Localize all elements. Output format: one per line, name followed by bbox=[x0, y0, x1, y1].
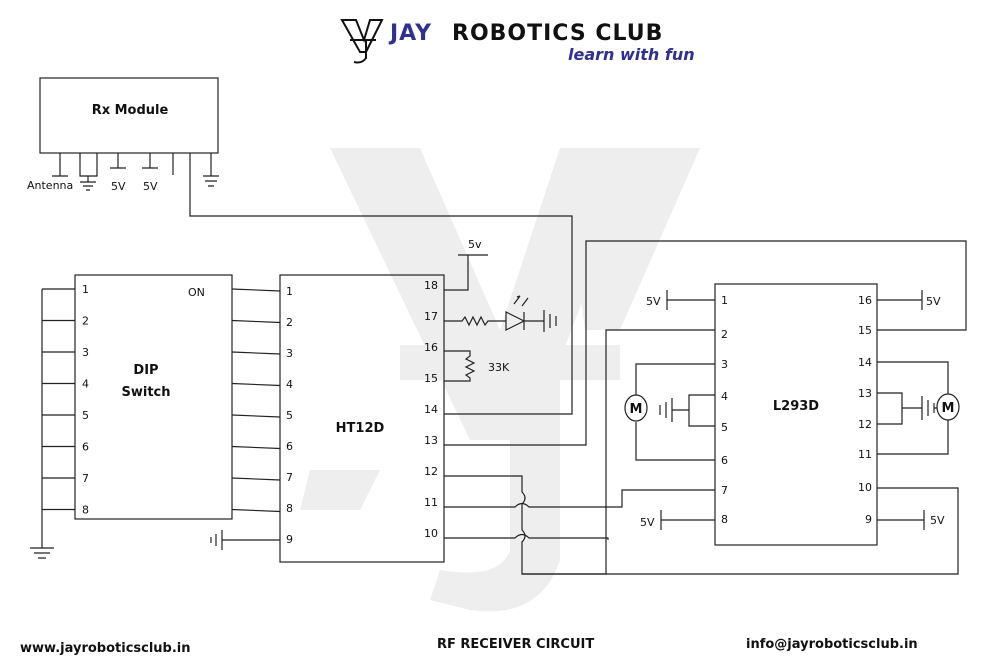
ht12d-title: HT12D bbox=[336, 421, 385, 436]
ht12d-resistor-label: 33K bbox=[488, 361, 510, 374]
dip-switch-box bbox=[74, 274, 233, 520]
ht12d-left-pin-number: 5 bbox=[286, 409, 293, 422]
l293d-5v-label-2: 5V bbox=[926, 295, 941, 308]
dip-to-ht12d-wire bbox=[231, 445, 281, 450]
dip-to-ht12d-wire bbox=[231, 508, 281, 513]
ht12d-right-pin-number: 13 bbox=[424, 434, 438, 447]
l293d-left-pin-number: 4 bbox=[721, 390, 728, 403]
l293d-5v-label-3: 5V bbox=[640, 516, 655, 529]
rx-module-box bbox=[39, 77, 219, 154]
dip-pin-number: 3 bbox=[82, 346, 89, 359]
footer-website: www.jayroboticsclub.in bbox=[20, 641, 191, 656]
dip-to-ht12d-wire bbox=[231, 351, 281, 355]
logo-word-jay: JAY bbox=[388, 21, 432, 46]
dip-pin-number: 8 bbox=[82, 504, 89, 517]
footer: www.jayroboticsclub.in RF RECEIVER CIRCU… bbox=[20, 637, 918, 656]
dip-pin-number: 5 bbox=[82, 409, 89, 422]
logo-word-robotics: ROBOTICS CLUB bbox=[452, 21, 663, 46]
footer-email: info@jayroboticsclub.in bbox=[746, 637, 918, 652]
motor-left-icon bbox=[624, 394, 648, 422]
ht12d-left-pin-number: 4 bbox=[286, 378, 293, 391]
ht12d-right-pin-number: 16 bbox=[424, 341, 438, 354]
dip-title-line2: Switch bbox=[121, 385, 170, 400]
ht12d-left-pin-number: 7 bbox=[286, 471, 293, 484]
ht12d-left-pin-number: 8 bbox=[286, 502, 293, 515]
l293d-title: L293D bbox=[773, 399, 819, 414]
l293d-5v-label-4: 5V bbox=[930, 514, 945, 527]
l293d-left-pin-number: 1 bbox=[721, 294, 728, 307]
logo-tagline: learn with fun bbox=[568, 45, 695, 64]
l293d-right-pin-number: 15 bbox=[858, 324, 872, 337]
l293d-right-pin-number: 10 bbox=[858, 481, 872, 494]
header-logo: JAY ROBOTICS CLUB learn with fun bbox=[340, 19, 695, 64]
ht12d-right-pin-number: 12 bbox=[424, 465, 438, 478]
l293d-right-pin-number: 14 bbox=[858, 356, 872, 369]
l293d-left-pin-number: 7 bbox=[721, 484, 728, 497]
ht12d-left-pin-number: 9 bbox=[286, 533, 293, 546]
dip-pin-number: 7 bbox=[82, 472, 89, 485]
ht12d-box bbox=[279, 274, 445, 563]
watermark-logo bbox=[300, 148, 700, 612]
dip-on-label: ON bbox=[188, 286, 205, 299]
logo-icon bbox=[340, 19, 384, 64]
ht12d-left-pin-number: 3 bbox=[286, 347, 293, 360]
dip-switch: DIP Switch ON 1 2 3 4 5 6 7 8 bbox=[30, 274, 281, 559]
dip-to-ht12d-wire bbox=[231, 414, 281, 418]
ht12d-right-pin-number: 14 bbox=[424, 403, 438, 416]
l293d-left-pin-number: 3 bbox=[721, 358, 728, 371]
l293d-5v-label-1: 5V bbox=[646, 295, 661, 308]
dip-pin-number: 6 bbox=[82, 441, 89, 454]
l293d-left-pin-number: 2 bbox=[721, 328, 728, 341]
l293d-box bbox=[714, 283, 878, 546]
rx-5v-label-2: 5V bbox=[143, 180, 158, 193]
dip-pin-number: 4 bbox=[82, 378, 89, 391]
rx-module: Rx Module Antenna 5V 5V bbox=[27, 77, 573, 415]
l293d-right-pin-number: 13 bbox=[858, 387, 872, 400]
ht12d-right-pin-number: 17 bbox=[424, 310, 438, 323]
l293d-right-pin-number: 11 bbox=[858, 448, 872, 461]
l293d-left-pin-number: 8 bbox=[721, 513, 728, 526]
ht12d-right-pin-number: 18 bbox=[424, 279, 438, 292]
ht12d-left-pin-number: 1 bbox=[286, 285, 293, 298]
l293d-right-pin-number: 12 bbox=[858, 418, 872, 431]
l293d-left-pin-number: 6 bbox=[721, 454, 728, 467]
rx-module-title: Rx Module bbox=[92, 103, 169, 118]
ht12d-left-pin-number: 6 bbox=[286, 440, 293, 453]
ht12d-left-pin-number: 2 bbox=[286, 316, 293, 329]
dip-pin-number: 1 bbox=[82, 283, 89, 296]
dip-title-line1: DIP bbox=[133, 363, 158, 378]
motor-right-icon bbox=[936, 393, 960, 421]
l293d-right-pin-number: 16 bbox=[858, 294, 872, 307]
dip-to-ht12d-wire bbox=[231, 319, 281, 324]
ht12d-right-pin-number: 15 bbox=[424, 372, 438, 385]
motor-right-label: M bbox=[942, 401, 955, 416]
rx-antenna-label: Antenna bbox=[27, 179, 73, 192]
l293d-left-pin-number: 5 bbox=[721, 421, 728, 434]
dip-to-ht12d-wire bbox=[231, 288, 281, 292]
l293d-right-pin-number: 9 bbox=[865, 513, 872, 526]
ht12d-right-pin-number: 11 bbox=[424, 496, 438, 509]
dip-pin-number: 2 bbox=[82, 315, 89, 328]
rx-5v-label-1: 5V bbox=[111, 180, 126, 193]
footer-title: RF RECEIVER CIRCUIT bbox=[437, 637, 594, 652]
ht12d-5v-label: 5v bbox=[468, 238, 482, 251]
ht12d-right-pin-number: 10 bbox=[424, 527, 438, 540]
motor-left-label: M bbox=[630, 402, 643, 417]
dip-to-ht12d-wire bbox=[231, 382, 281, 387]
dip-to-ht12d-wire bbox=[231, 477, 281, 481]
